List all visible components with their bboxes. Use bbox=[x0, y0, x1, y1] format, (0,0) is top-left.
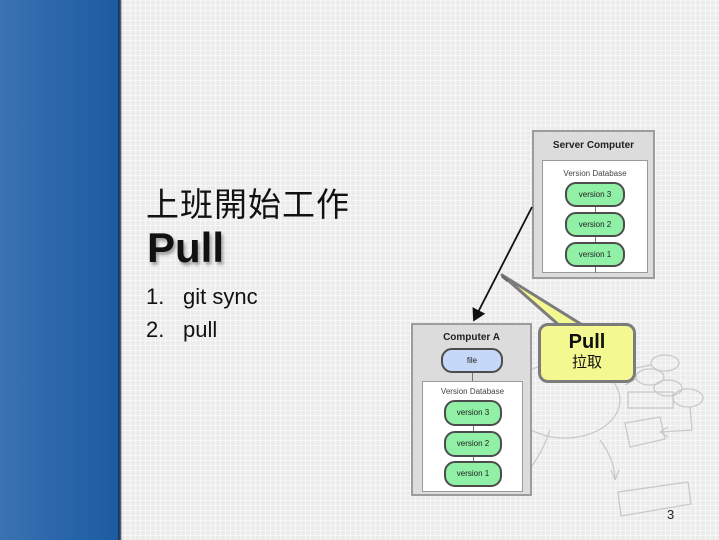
callout-subtitle: 拉取 bbox=[571, 353, 602, 371]
step-number: 2. bbox=[146, 317, 165, 342]
step-text: pull bbox=[183, 317, 218, 342]
pull-callout: Pull 拉取 bbox=[538, 323, 636, 383]
callout-pointer bbox=[500, 273, 586, 328]
computer-a-version-database: Version Database version 3 version 2 ver… bbox=[422, 381, 523, 492]
page-number: 3 bbox=[667, 507, 675, 522]
version-link bbox=[595, 203, 596, 273]
client-version-3: version 3 bbox=[444, 400, 502, 426]
step-number: 1. bbox=[146, 284, 165, 309]
file-node: file bbox=[441, 348, 503, 373]
computer-a-title: Computer A bbox=[443, 332, 500, 343]
server-database-label: Version Database bbox=[563, 169, 627, 178]
slide-title-pull: Pull bbox=[147, 224, 225, 271]
slide-title-chinese: 上班開始工作 bbox=[146, 185, 350, 224]
server-version-1: version 1 bbox=[565, 242, 625, 267]
computer-a-database-label: Version Database bbox=[440, 387, 505, 396]
sidebar-shadow bbox=[118, 0, 122, 540]
step-text: git sync bbox=[183, 284, 258, 309]
server-version-2: version 2 bbox=[565, 212, 625, 237]
sidebar-band bbox=[0, 0, 118, 540]
step-item: 2. pull bbox=[146, 315, 258, 348]
callout-title: Pull bbox=[568, 331, 606, 353]
computer-a: Computer A file Version Database version… bbox=[411, 323, 532, 496]
pull-arrow bbox=[472, 206, 533, 322]
client-version-2: version 2 bbox=[444, 431, 502, 457]
file-link bbox=[472, 373, 473, 381]
server-title: Server Computer bbox=[552, 140, 635, 151]
steps-list: 1. git sync 2. pull bbox=[146, 282, 258, 348]
server-version-3: version 3 bbox=[565, 182, 625, 207]
server-version-database: Version Database version 3 version 2 ver… bbox=[542, 160, 648, 273]
step-item: 1. git sync bbox=[146, 282, 258, 315]
server-computer: Server Computer Version Database version… bbox=[532, 130, 655, 279]
client-version-1: version 1 bbox=[444, 461, 502, 487]
